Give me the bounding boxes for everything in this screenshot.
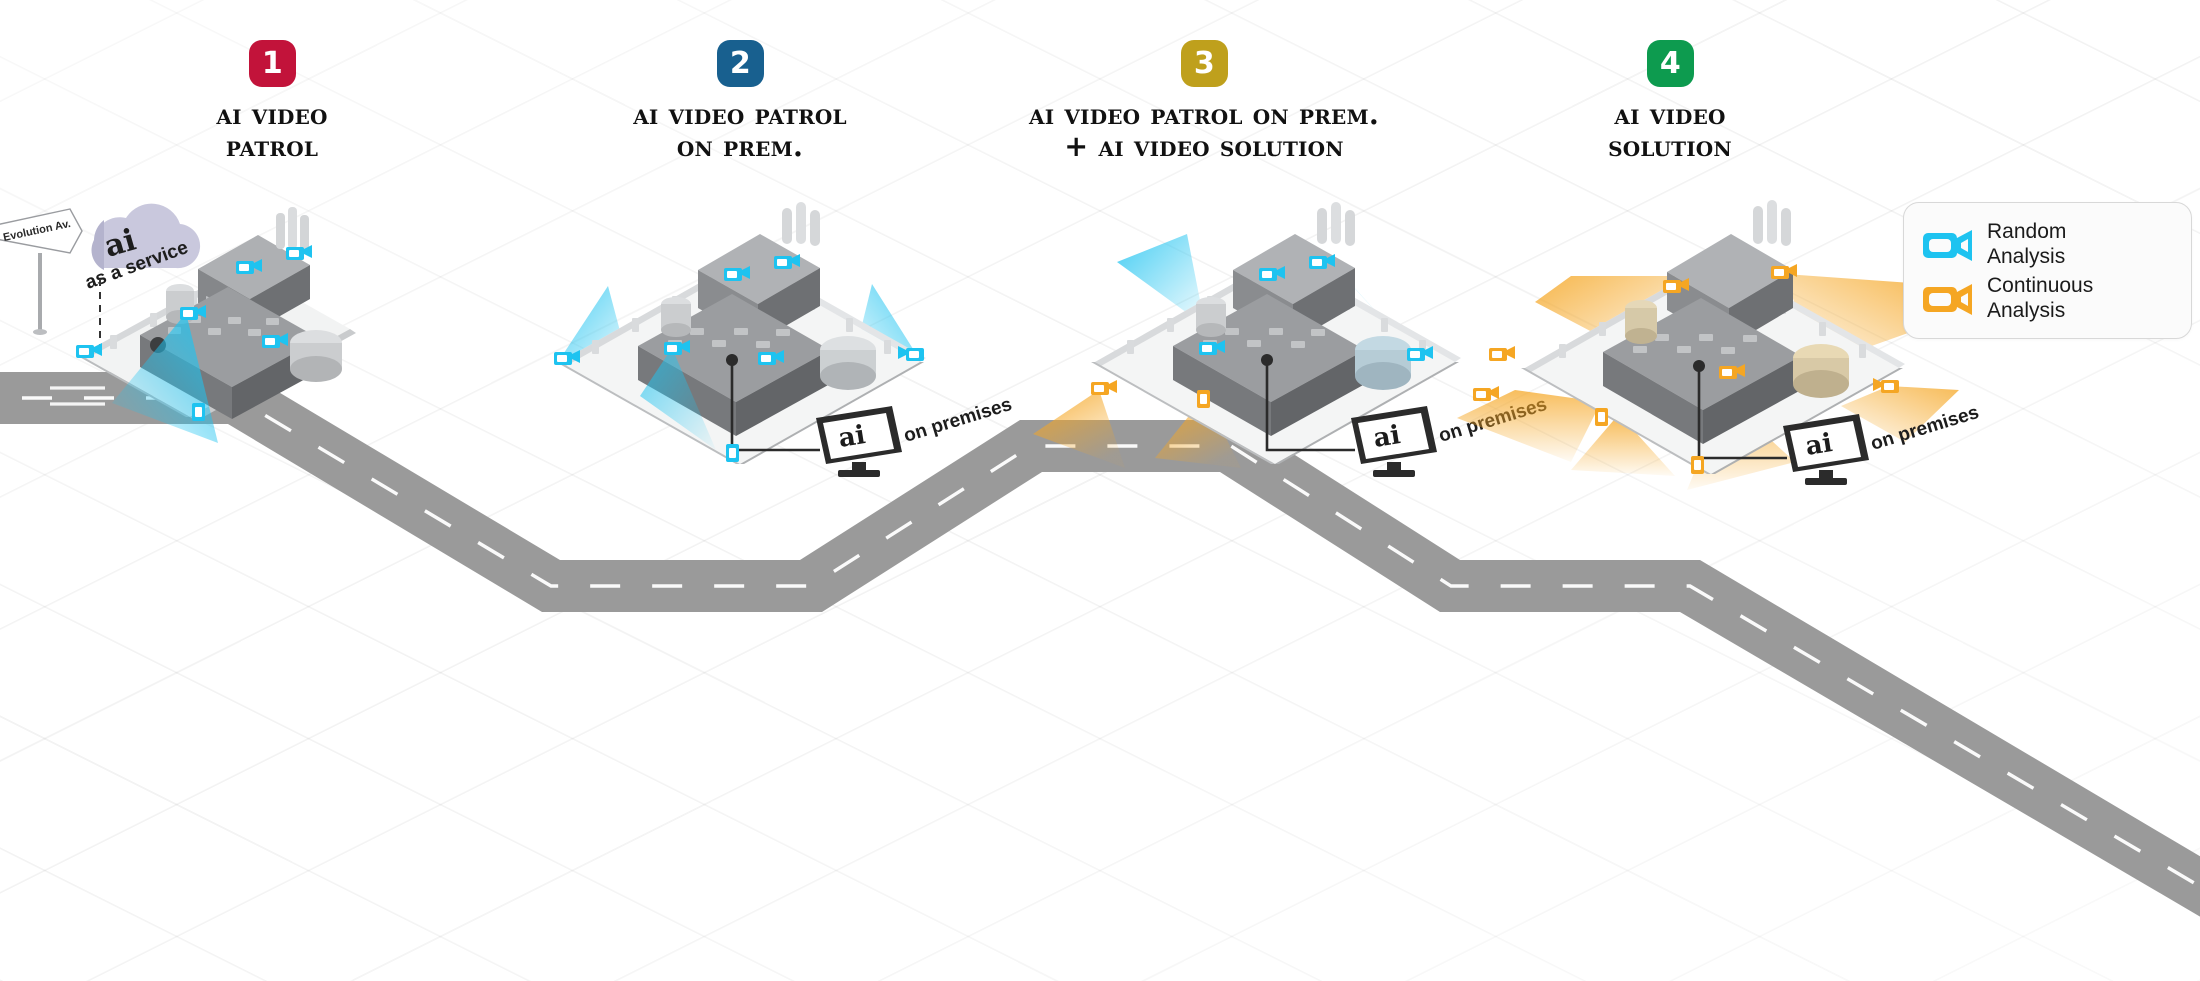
camera-continuous-2 xyxy=(1197,390,1210,408)
analysis-legend: Random Analysis Continuous Analysis xyxy=(1903,202,2192,339)
video-camera-icon xyxy=(1923,284,1972,315)
step-header-3: 3 ai video patrol on prem. + ai video so… xyxy=(939,40,1469,162)
legend-item-continuous-analysis[interactable]: Continuous Analysis xyxy=(1922,273,2173,325)
camera-continuous-7 xyxy=(1691,456,1704,474)
step-badge-2: 2 xyxy=(716,40,764,87)
step-title-2: ai video patrol on prem. xyxy=(633,97,847,164)
camera-random-4 xyxy=(286,245,312,260)
on-premises-monitor: ai on premises xyxy=(816,394,1015,477)
legend-item-random-analysis[interactable]: Random Analysis xyxy=(1922,219,2173,271)
storage-tank xyxy=(1793,344,1849,398)
monitor-caption: on premises xyxy=(901,394,1014,447)
step-title-1: ai video patrol xyxy=(216,97,328,164)
step-header-1: 1 ai video patrol xyxy=(107,40,437,162)
camera-continuous-1 xyxy=(1473,386,1499,401)
chimneys xyxy=(1317,202,1355,246)
step-title-4: ai video solution xyxy=(1608,97,1732,164)
camera-continuous-2 xyxy=(1595,408,1608,426)
step-badge-4: 4 xyxy=(1646,40,1694,87)
video-camera-icon xyxy=(1923,230,1972,261)
chimneys xyxy=(782,202,820,246)
legend-label-continuous-analysis: Continuous Analysis xyxy=(1987,274,2094,322)
chimneys xyxy=(1753,200,1791,246)
legend-label-random-analysis: Random Analysis xyxy=(1987,220,2067,268)
step-header-2: 2 ai video patrol on prem. xyxy=(525,40,955,162)
storage-tank xyxy=(290,330,342,382)
storage-tank xyxy=(820,336,876,390)
step-title-3: ai video patrol on prem. + ai video solu… xyxy=(1029,97,1379,164)
monitor-screen-label: ai xyxy=(836,420,867,454)
camera-random-7 xyxy=(726,444,739,462)
storage-tank xyxy=(1355,336,1411,390)
step-badge-1: 1 xyxy=(248,40,296,87)
step-badge-3: 3 xyxy=(1180,40,1228,87)
monitor-screen-label: ai xyxy=(1803,428,1834,462)
camera-continuous-6 xyxy=(1873,378,1899,393)
scene-step-1: Evolution Av. ai as a service xyxy=(0,195,510,495)
step-header-4: 4 ai video solution xyxy=(1470,40,1870,162)
chimneys xyxy=(276,207,309,251)
camera-continuous-1 xyxy=(1091,380,1117,395)
camera-random-6 xyxy=(192,403,205,421)
scene-step-2: ai on premises xyxy=(520,200,1040,500)
monitor-screen-label: ai xyxy=(1371,420,1402,454)
signpost-evolution-avenue: Evolution Av. xyxy=(0,208,83,335)
